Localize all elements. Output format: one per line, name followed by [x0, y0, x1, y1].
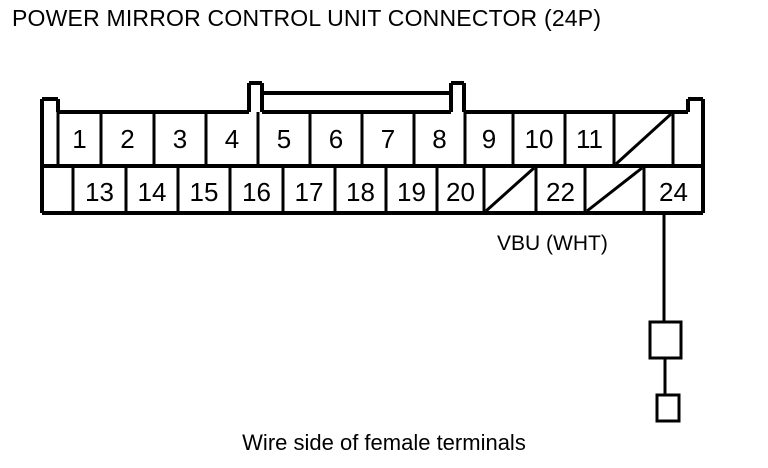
pin-label-3: 3 — [172, 124, 188, 154]
wire-circuit-label: VBU (WHT) — [497, 232, 608, 255]
pin-label-9: 9 — [481, 124, 497, 154]
bottom-row-blank-slash-icon — [484, 166, 643, 213]
pin-label-7: 7 — [380, 124, 396, 154]
pin-label-16: 16 — [242, 177, 271, 207]
pin-label-1: 1 — [72, 124, 87, 154]
bottom-row-dividers — [71, 166, 646, 213]
connector-latch-icon — [247, 81, 466, 112]
pin-label-8: 8 — [432, 124, 447, 154]
pin-label-15: 15 — [189, 177, 219, 207]
pin-label-11: 11 — [576, 124, 603, 154]
top-row-blank-slash-icon — [614, 112, 673, 166]
pin-label-13: 13 — [85, 177, 114, 207]
pin-label-17: 17 — [294, 177, 324, 207]
pin-label-14: 14 — [137, 177, 167, 207]
page-title: POWER MIRROR CONTROL UNIT CONNECTOR (24P… — [12, 5, 602, 31]
terminal-block-small — [655, 393, 681, 423]
diagram-caption: Wire side of female terminals — [242, 430, 526, 455]
pin-label-24: 24 — [659, 177, 688, 207]
pin-label-2: 2 — [120, 124, 135, 154]
pin-label-18: 18 — [346, 177, 375, 207]
pin-label-5: 5 — [276, 124, 292, 154]
terminal-block-large — [648, 320, 683, 360]
pin-label-4: 4 — [224, 124, 240, 154]
pin-label-6: 6 — [328, 124, 344, 154]
pin-label-22: 22 — [546, 177, 575, 207]
top-row-dividers — [56, 112, 675, 166]
pin-label-19: 19 — [397, 177, 426, 207]
pin-label-20: 20 — [446, 177, 475, 207]
pin-label-10: 10 — [524, 124, 554, 154]
